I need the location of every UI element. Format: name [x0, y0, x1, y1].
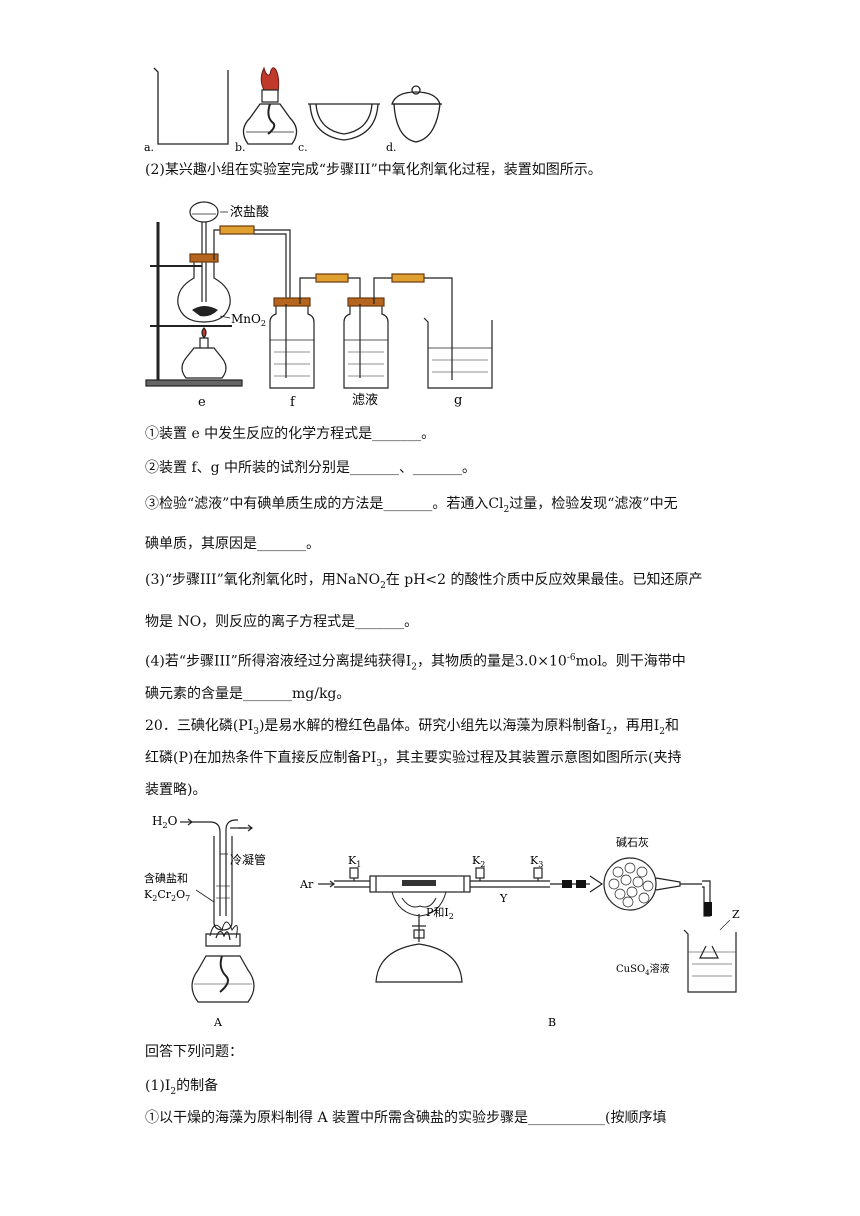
connector-2 [576, 880, 586, 888]
label-mno2: MnO2 [231, 312, 266, 328]
mno2-solid [192, 306, 218, 317]
label-filtrate: 滤液 [352, 393, 378, 408]
label-salt: 含碘盐和 [144, 871, 188, 885]
label-a: a. [144, 141, 154, 154]
soda-lime-granules [608, 862, 654, 908]
connector-3 [704, 902, 712, 916]
q20-line3: 装置略)。 [145, 782, 207, 798]
apparatus-row-figure: a. b. c. d. [144, 66, 442, 154]
label-h2o: H2O [152, 814, 178, 830]
part1-step1: ①以干燥的海藻为原料制得 A 装置中所需含碘盐的实验步骤是___________… [145, 1110, 667, 1126]
label-k2cr2o7: K2Cr2O7 [144, 888, 190, 903]
q20-line2: 红磷(P)在加热条件下直接反应制备PI3，其主要实验过程及其装置示意图如图所示(… [145, 750, 682, 769]
q2-s3b: 碘单质，其原因是_______。 [145, 536, 320, 552]
label-ar: Ar [299, 878, 314, 891]
label-b: b. [235, 141, 246, 154]
label-y: Y [499, 892, 508, 905]
label-acid: 浓盐酸 [230, 205, 269, 220]
apparatus-a [180, 818, 255, 1003]
q2-s1: ①装置 e 中发生反应的化学方程式是_______。 [145, 426, 436, 442]
connector-1 [562, 880, 572, 888]
pi3-apparatus-figure: H2O 冷凝管 含碘盐和 K2Cr2O7 A [144, 814, 740, 1029]
p-i2-solid [402, 880, 436, 886]
label-e: e [198, 395, 206, 410]
label-cuso4: CuSO4溶液 [616, 962, 670, 977]
q3-line2: 物是 NO，则反应的离子方程式是_______。 [145, 614, 419, 630]
q4-line2: 碘元素的含量是_______mg/kg。 [145, 686, 351, 702]
part1-title: (1)I2的制备 [145, 1078, 219, 1097]
label-condenser: 冷凝管 [230, 852, 266, 867]
label-B: B [548, 1016, 556, 1029]
label-c: c. [298, 141, 308, 154]
label-d: d. [386, 141, 397, 154]
label-z: Z [732, 908, 740, 921]
label-k1: K1 [348, 854, 361, 869]
q3-line1: (3)“步骤III”氧化剂氧化时，用NaNO2在 pH<2 的酸性介质中反应效果… [145, 572, 703, 591]
crucible-d [391, 85, 442, 143]
q20-line1: 20．三碘化磷(PI3)是易水解的橙红色晶体。研究小组先以海藻为原料制备I2，再… [145, 718, 679, 737]
alcohol-lamp-b [242, 66, 298, 145]
q2-s2: ②装置 f、g 中所装的试剂分别是_______、_______。 [145, 460, 477, 476]
chlorine-apparatus-figure: 浓盐酸 MnO2 e f 滤液 g [145, 201, 493, 410]
label-k2: K2 [472, 854, 485, 869]
apparatus-b [318, 857, 737, 993]
q2-intro: (2)某兴趣小组在实验室完成“步骤III”中氧化剂氧化过程，装置如图所示。 [145, 162, 602, 178]
label-g: g [454, 393, 462, 408]
evaporating-dish-c [308, 103, 380, 141]
label-soda-lime: 碱石灰 [616, 835, 649, 849]
label-f: f [290, 395, 296, 410]
label-A: A [213, 1016, 223, 1029]
q2-s3a: ③检验“滤液”中有碘单质生成的方法是_______。若通入Cl2过量，检验发现“… [145, 496, 678, 515]
label-p-i2: P和I2 [426, 906, 454, 921]
label-k3: K3 [530, 854, 543, 869]
answer-prompt: 回答下列问题： [145, 1044, 243, 1060]
beaker-a [153, 67, 229, 145]
q4-line1: (4)若“步骤III”所得溶液经过分离提纯获得I2，其物质的量是3.0×10-6… [145, 653, 686, 673]
